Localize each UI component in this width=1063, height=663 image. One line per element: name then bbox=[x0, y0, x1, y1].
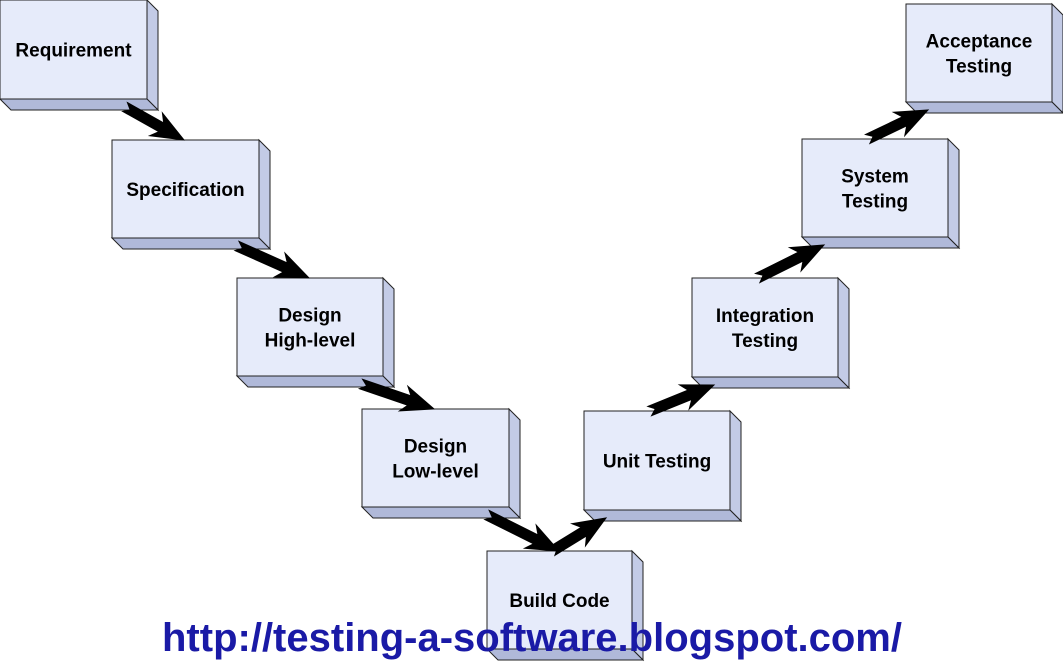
footer-url: http://testing-a-software.blogspot.com/ bbox=[162, 616, 902, 660]
box-integration-testing-label-1: Integration bbox=[716, 306, 814, 327]
box-design-high-level-label-1: Design bbox=[278, 306, 341, 327]
box-build-code: Build Code bbox=[485, 549, 645, 662]
arrow-integration-testing-to-system-testing bbox=[754, 244, 826, 284]
arrow-design-low-level-to-build-code bbox=[483, 509, 561, 552]
box-unit-testing-label-1: Unit Testing bbox=[603, 452, 711, 473]
box-acceptance-testing-label-2: Testing bbox=[946, 57, 1012, 78]
box-design-low-level-face bbox=[361, 408, 510, 508]
box-design-low-level-label-2: Low-level bbox=[392, 462, 479, 483]
flow-arrows bbox=[121, 101, 930, 557]
box-acceptance-testing-bottom bbox=[904, 101, 1063, 114]
box-specification-side bbox=[258, 138, 271, 251]
box-specification-face bbox=[111, 139, 260, 239]
box-requirement-side bbox=[146, 0, 159, 112]
box-requirement-label-1: Requirement bbox=[15, 41, 132, 62]
box-system-testing-face bbox=[801, 138, 949, 238]
box-design-low-level-label-1: Design bbox=[404, 437, 467, 458]
box-acceptance-testing-face bbox=[905, 3, 1053, 103]
box-integration-testing-bottom bbox=[690, 376, 851, 389]
box-integration-testing-side bbox=[837, 276, 850, 390]
box-system-testing-side bbox=[947, 137, 960, 250]
box-specification: Specification bbox=[110, 138, 272, 251]
box-unit-testing-side bbox=[729, 409, 742, 523]
box-system-testing-bottom bbox=[800, 236, 961, 249]
box-requirement: Requirement bbox=[0, 0, 160, 112]
arrow-requirement-to-specification bbox=[121, 101, 186, 141]
box-build-code-label-1: Build Code bbox=[509, 591, 609, 612]
box-unit-testing: Unit Testing bbox=[582, 409, 743, 523]
box-unit-testing-face bbox=[583, 410, 731, 511]
box-unit-testing-bottom bbox=[582, 509, 743, 522]
box-integration-testing-face bbox=[691, 277, 839, 378]
box-acceptance-testing-label-1: Acceptance bbox=[926, 32, 1033, 53]
box-specification-label-1: Specification bbox=[126, 180, 244, 201]
arrow-unit-testing-to-integration-testing bbox=[646, 384, 716, 417]
box-design-high-level-face bbox=[236, 277, 384, 377]
arrow-build-code-to-unit-testing bbox=[548, 517, 608, 557]
box-integration-testing-label-2: Testing bbox=[732, 331, 798, 352]
box-system-testing-label-2: Testing bbox=[842, 192, 908, 213]
arrow-specification-to-design-high-level bbox=[233, 240, 311, 279]
box-design-high-level-side bbox=[382, 276, 395, 389]
box-design-low-level-side bbox=[508, 407, 521, 520]
box-acceptance-testing-side bbox=[1051, 2, 1063, 114]
arrow-design-high-level-to-design-low-level bbox=[357, 378, 436, 412]
box-system-testing-label-1: System bbox=[841, 167, 909, 188]
box-design-high-level-label-2: High-level bbox=[265, 331, 356, 352]
box-build-code-face bbox=[486, 550, 633, 650]
arrow-system-testing-to-acceptance-testing bbox=[864, 109, 930, 145]
box-requirement-face bbox=[0, 0, 148, 100]
